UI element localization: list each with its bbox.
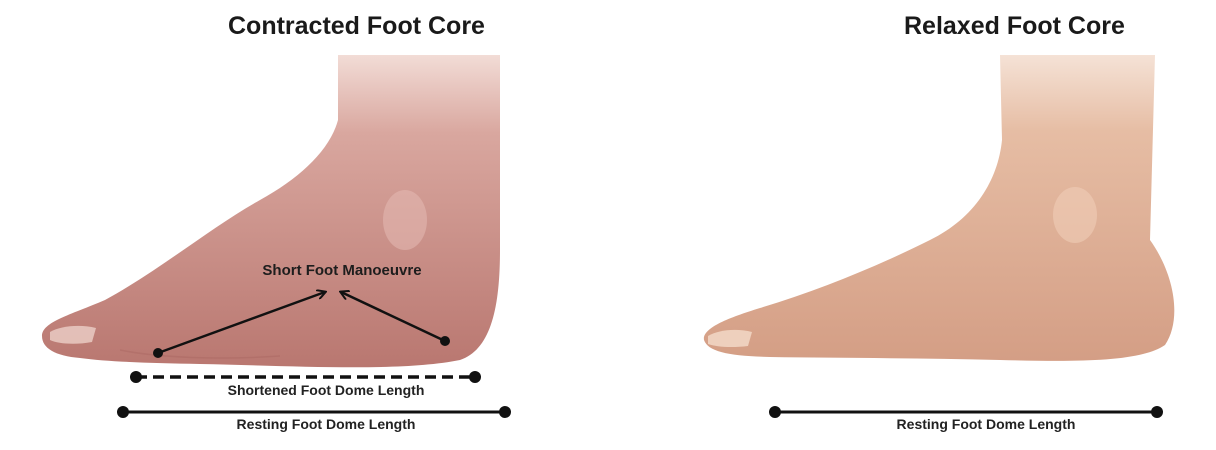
manoeuvre-arrow-right-dot [440,336,450,346]
manoeuvre-arrow-left-dot [153,348,163,358]
contracted-foot-title: Contracted Foot Core [228,12,485,41]
resting-dome-length-label-right: Resting Foot Dome Length [836,416,1136,432]
short-foot-manoeuvre-label: Short Foot Manoeuvre [238,262,446,279]
relaxed-foot-title: Relaxed Foot Core [904,12,1125,41]
relaxed-foot-illustration [704,55,1174,361]
shortened-dome-length-label: Shortened Foot Dome Length [176,382,476,398]
contracted-foot-illustration [42,55,500,367]
resting-dome-length-label-left: Resting Foot Dome Length [176,416,476,432]
